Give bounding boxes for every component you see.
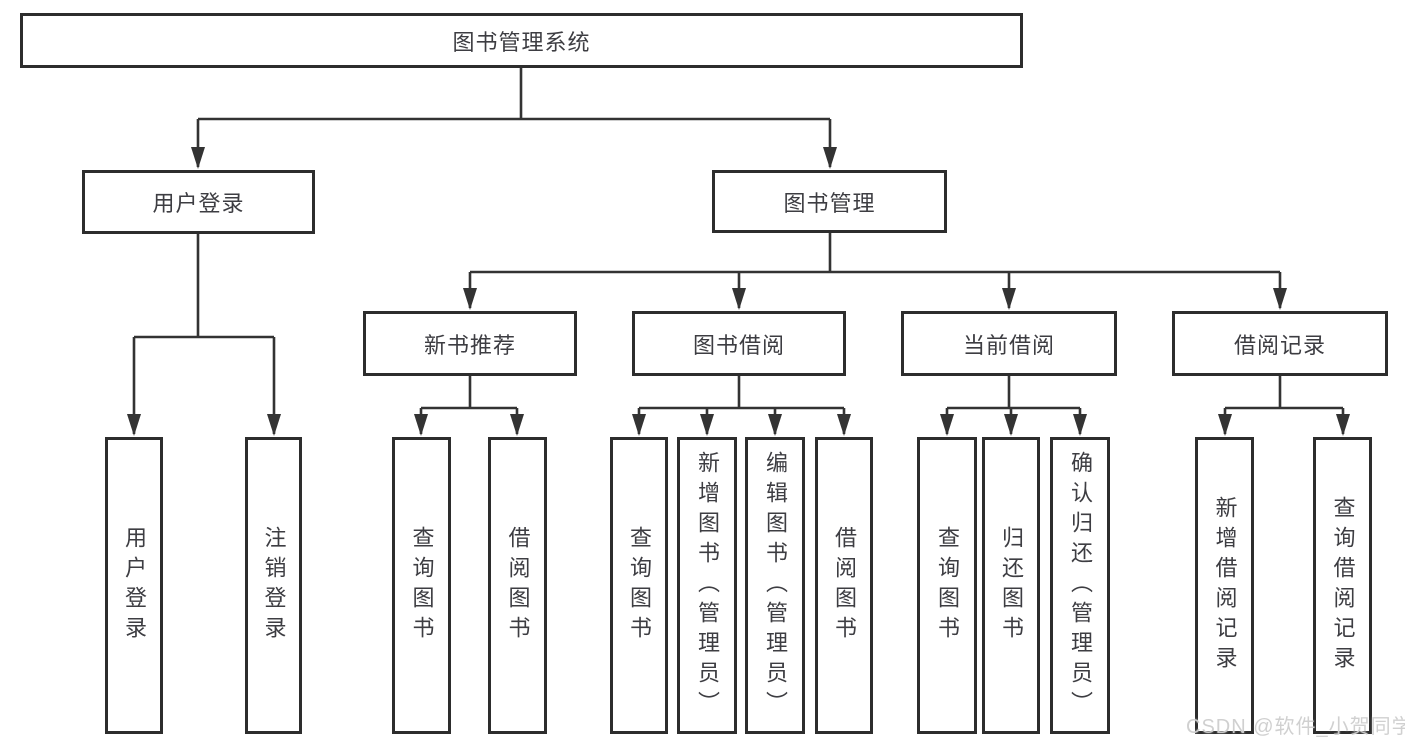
leaf-query-borrow-record: 查询借阅记录 (1313, 437, 1372, 734)
arrowheads (127, 147, 1350, 436)
node-current-borrowing: 当前借阅 (901, 311, 1117, 376)
node-borrowing-records: 借阅记录 (1172, 311, 1388, 376)
node-label: 查询图书 (409, 525, 435, 646)
node-label: 新增借阅记录 (1212, 495, 1238, 676)
node-new-book-recommendation: 新书推荐 (363, 311, 577, 376)
node-label: 借阅图书 (505, 525, 531, 646)
leaf-confirm-return-admin: 确认归还（管理员） (1050, 437, 1110, 734)
node-label: 借阅图书 (832, 525, 857, 646)
leaf-logout: 注销登录 (245, 437, 302, 734)
leaf-query-books-3: 查询图书 (917, 437, 977, 734)
node-label: 借阅记录 (1233, 332, 1326, 358)
node-label: 新增图书（管理员） (695, 450, 720, 721)
node-label: 新书推荐 (423, 332, 516, 358)
leaf-borrow-books-1: 借阅图书 (488, 437, 547, 734)
leaf-borrow-books-2: 借阅图书 (815, 437, 873, 734)
leaf-add-book-admin: 新增图书（管理员） (677, 437, 737, 734)
node-label: 用户登录 (122, 525, 147, 646)
node-book-management: 图书管理 (712, 170, 947, 233)
node-label: 查询图书 (627, 525, 652, 646)
node-label: 归还图书 (999, 525, 1024, 646)
leaf-return-books: 归还图书 (982, 437, 1040, 734)
leaf-edit-book-admin: 编辑图书（管理员） (745, 437, 805, 734)
node-label: 注销登录 (261, 525, 287, 646)
node-label: 图书管理系统 (452, 29, 591, 55)
node-label: 当前借阅 (962, 332, 1055, 358)
node-book-borrowing: 图书借阅 (632, 311, 846, 376)
node-label: 查询图书 (935, 525, 960, 646)
leaf-add-borrow-record: 新增借阅记录 (1195, 437, 1254, 734)
node-label: 图书管理 (783, 190, 876, 216)
node-label: 用户登录 (152, 191, 245, 216)
leaf-user-login: 用户登录 (105, 437, 163, 734)
node-label: 图书借阅 (692, 332, 785, 358)
node-label: 编辑图书（管理员） (763, 450, 788, 721)
csdn-watermark: CSDN @软件_小贺同学 (1186, 716, 1405, 738)
leaf-query-books-1: 查询图书 (392, 437, 451, 734)
leaf-query-books-2: 查询图书 (610, 437, 668, 734)
node-root: 图书管理系统 (20, 13, 1023, 68)
node-user-login: 用户登录 (82, 170, 315, 234)
node-label: 查询借阅记录 (1330, 495, 1356, 676)
node-label: 确认归还（管理员） (1068, 450, 1093, 721)
connector-paths (132, 68, 1345, 434)
